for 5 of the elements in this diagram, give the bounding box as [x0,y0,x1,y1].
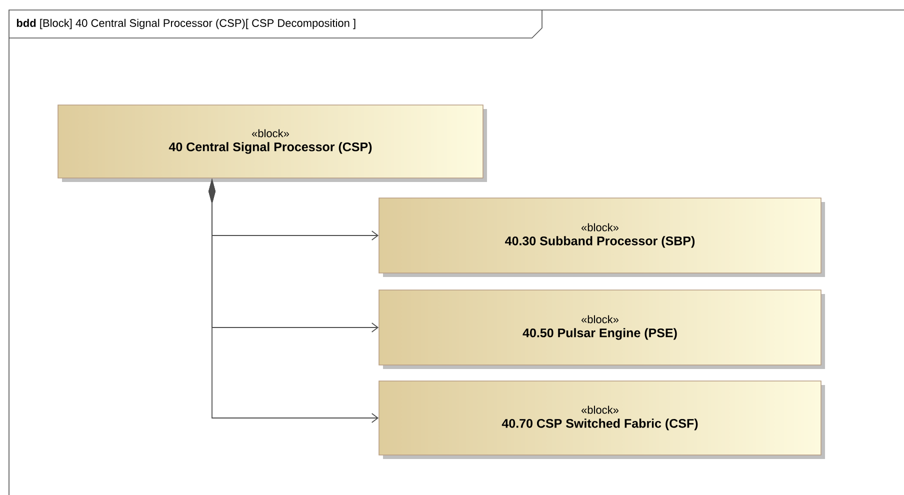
diagram-title: bdd [Block] 40 Central Signal Processor (CSP)[ CSP Decomposition ] [16,18,356,30]
block-box: «block» 40.70 CSP Switched Fabric (CSF) [378,380,822,456]
block-box: «block» 40.30 Subband Processor (SBP) [378,198,822,274]
block-box: «block» 40 Central Signal Processor (CSP) [58,104,484,178]
block-box: «block» 40.50 Pulsar Engine (PSE) [378,290,822,366]
